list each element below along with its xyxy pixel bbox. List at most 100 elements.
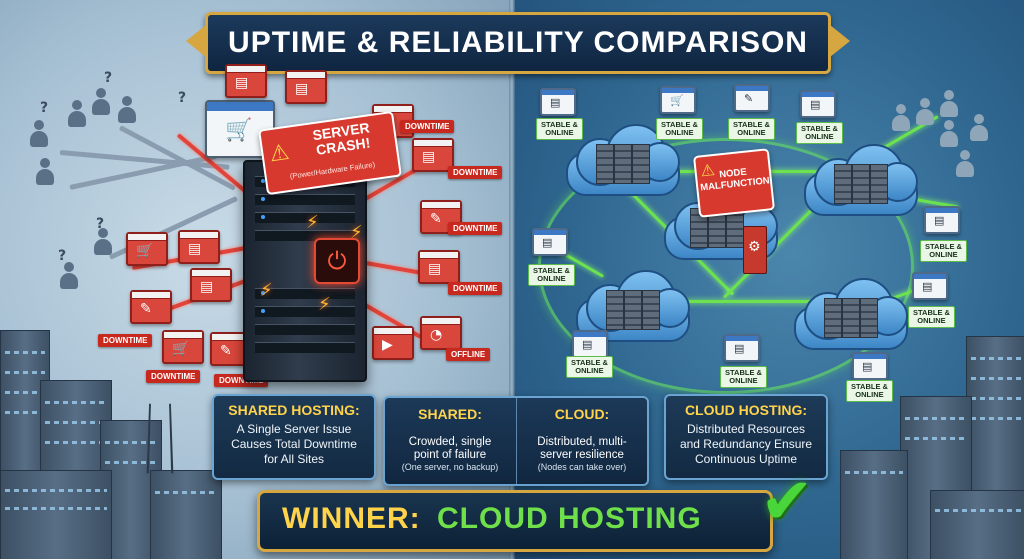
shared-hosting-panel: SHARED HOSTING: A Single Server Issue Ca… xyxy=(212,394,376,480)
shopping-cart-icon: 🛒 xyxy=(136,243,154,259)
question-icon: ? xyxy=(96,216,105,232)
cloud-hosting-panel: CLOUD HOSTING: Distributed Resources and… xyxy=(664,394,828,480)
user-icon xyxy=(94,228,112,256)
browser-icon: ▤ xyxy=(582,338,593,351)
node-malfunction-alert: ⚠ NODE MALFUNCTION xyxy=(692,148,776,218)
stable-line2: ONLINE xyxy=(737,128,766,137)
downtime-tag: DOWNTIME xyxy=(400,120,455,133)
stable-tag: STABLE &ONLINE xyxy=(846,380,893,402)
site-window: ▤ xyxy=(912,272,948,300)
site-window: 🛒 xyxy=(660,86,696,114)
user-icon xyxy=(36,158,54,186)
failed-rack: ⚙ xyxy=(743,226,767,274)
cloud-desc: Distributed, multi- xyxy=(537,436,627,448)
site-window: ▤ xyxy=(285,70,327,104)
browser-icon: ▤ xyxy=(810,98,821,111)
stable-tag: STABLE &ONLINE xyxy=(528,264,575,286)
cloud-heading: CLOUD: xyxy=(554,406,610,422)
cloud-hosting-line: and Redundancy Ensure xyxy=(679,437,813,451)
power-icon: ⏻ xyxy=(314,238,360,284)
question-icon: ? xyxy=(104,70,113,86)
warning-icon: ⚠ xyxy=(267,139,291,168)
stable-line1: STABLE & xyxy=(571,358,608,367)
user-icon xyxy=(940,90,958,118)
downtime-tag: DOWNTIME xyxy=(98,334,153,347)
cloud-column: CLOUD: Distributed, multi-server resilie… xyxy=(516,398,647,484)
spark-icon: ⚡ xyxy=(306,212,319,233)
stable-line2: ONLINE xyxy=(537,274,566,283)
stable-line2: ONLINE xyxy=(575,366,604,375)
shared-hosting-heading: SHARED HOSTING: xyxy=(228,402,360,418)
shopping-cart-icon: 🛒 xyxy=(670,94,684,107)
stable-tag: STABLE &ONLINE xyxy=(566,356,613,378)
offline-tag: OFFLINE xyxy=(446,348,491,361)
browser-icon: ▤ xyxy=(934,214,945,227)
stable-line2: ONLINE xyxy=(665,128,694,137)
stable-line1: STABLE & xyxy=(913,308,950,317)
pencil-icon: ✎ xyxy=(430,211,442,227)
downtime-tag: DOWNTIME xyxy=(146,370,201,383)
stable-line2: ONLINE xyxy=(805,132,834,141)
browser-icon: ▤ xyxy=(235,75,249,91)
stable-tag: STABLE &ONLINE xyxy=(920,240,967,262)
stable-line1: STABLE & xyxy=(533,266,570,275)
site-window: ▤ xyxy=(532,228,568,256)
winner-label: WINNER: xyxy=(282,502,421,535)
browser-icon: ▤ xyxy=(922,280,933,293)
shared-hosting-line: A Single Server Issue xyxy=(236,422,352,436)
site-window: ▤ xyxy=(572,330,608,358)
browser-icon: ▤ xyxy=(862,360,873,373)
stable-line1: STABLE & xyxy=(851,382,888,391)
site-window: ▤ xyxy=(724,334,760,362)
stable-tag: STABLE &ONLINE xyxy=(796,122,843,144)
site-window: ▤ xyxy=(800,90,836,118)
site-window: ◔ xyxy=(420,316,462,350)
site-window: ▶ xyxy=(372,326,414,360)
stable-line1: STABLE & xyxy=(925,242,962,251)
stable-tag: STABLE &ONLINE xyxy=(728,118,775,140)
stable-line2: ONLINE xyxy=(917,316,946,325)
center-divider xyxy=(509,0,515,559)
pencil-icon: ✎ xyxy=(744,92,754,105)
question-icon: ? xyxy=(58,248,67,264)
shopping-cart-icon: 🛒 xyxy=(225,118,253,143)
stable-line2: ONLINE xyxy=(545,128,574,137)
site-window: ▤ xyxy=(418,250,460,284)
site-window: ▤ xyxy=(178,230,220,264)
site-window: ▤ xyxy=(412,138,454,172)
user-icon xyxy=(118,96,136,124)
browser-icon: ▤ xyxy=(200,279,214,295)
browser-icon: ▤ xyxy=(422,149,436,165)
city-building xyxy=(840,450,908,559)
site-window: ▤ xyxy=(225,64,267,98)
stable-line1: STABLE & xyxy=(725,368,762,377)
stable-tag: STABLE &ONLINE xyxy=(536,118,583,140)
page-title: UPTIME & RELIABILITY COMPARISON xyxy=(228,26,808,59)
user-icon xyxy=(940,120,958,148)
site-window: ✎ xyxy=(130,290,172,324)
power-pylon-icon xyxy=(146,403,174,474)
question-icon: ? xyxy=(40,100,49,116)
city-building xyxy=(0,470,112,559)
pencil-icon: ✎ xyxy=(140,301,152,317)
user-icon xyxy=(30,120,48,148)
stable-line1: STABLE & xyxy=(541,120,578,129)
shopping-cart-icon: 🛒 xyxy=(172,341,190,357)
downtime-tag: DOWNTIME xyxy=(448,166,503,179)
browser-icon: ▤ xyxy=(734,342,745,355)
city-building xyxy=(930,490,1024,559)
cloud-hosting-line: Continuous Uptime xyxy=(694,452,798,466)
spark-icon: ⚡ xyxy=(318,294,331,315)
cloud-desc: server resilience xyxy=(540,449,624,461)
site-window: 🛒 xyxy=(126,232,168,266)
browser-icon: ▤ xyxy=(295,81,309,97)
site-window: ▤ xyxy=(540,88,576,116)
browser-icon: ▤ xyxy=(550,96,561,109)
shared-desc: Crowded, single xyxy=(408,436,492,448)
stable-line1: STABLE & xyxy=(801,124,838,133)
user-icon xyxy=(60,262,78,290)
downtime-tag: DOWNTIME xyxy=(448,282,503,295)
title-banner: UPTIME & RELIABILITY COMPARISON xyxy=(186,12,850,74)
